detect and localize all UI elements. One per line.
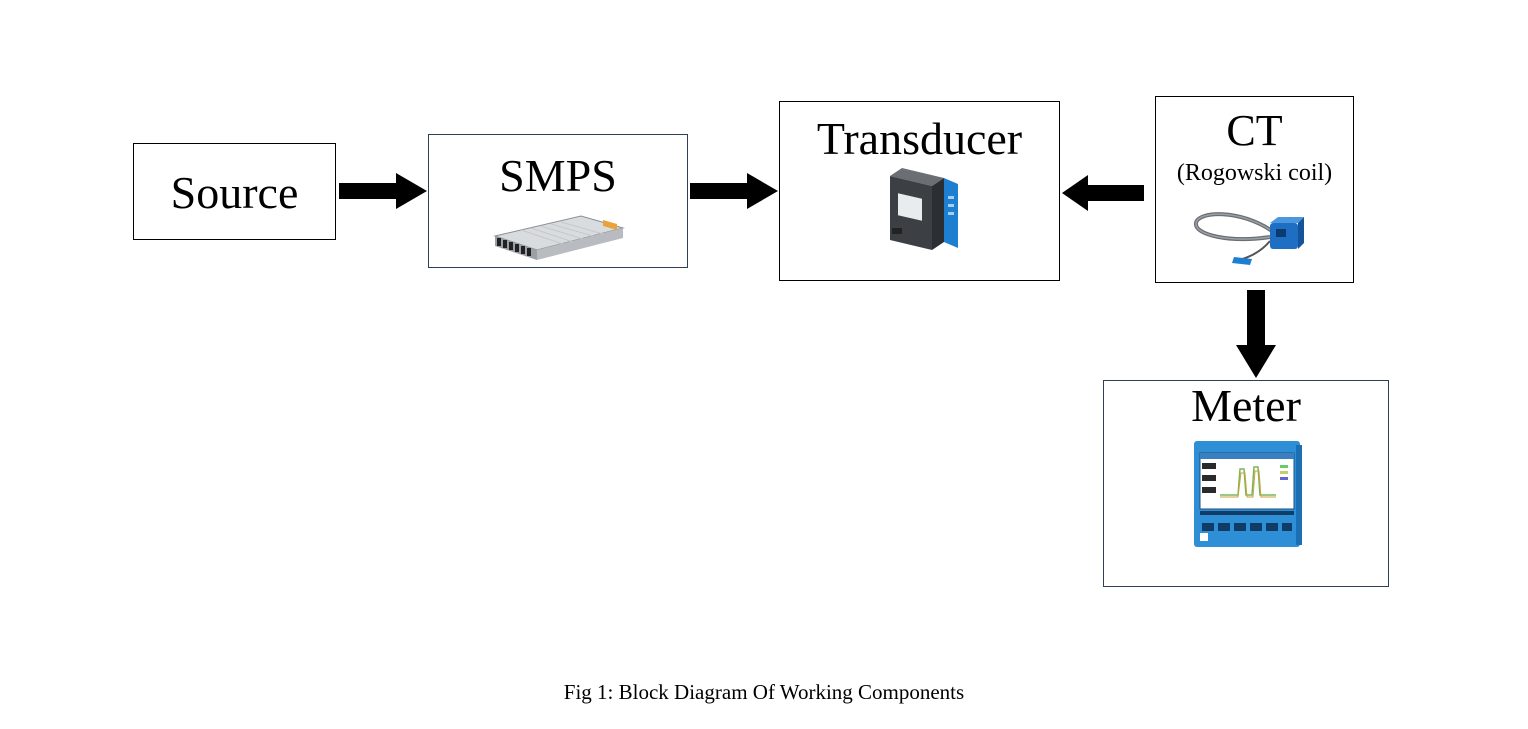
transducer-label: Transducer [816,113,1023,164]
source-block: Source [133,143,336,240]
ct-label: CT [1226,106,1283,155]
ct-sublabel: (Rogowski coil) [1176,160,1333,186]
ct-block: CT (Rogowski coil) [1155,96,1354,283]
figure-caption: Fig 1: Block Diagram Of Working Componen… [563,680,965,704]
meter-label: Meter [1191,380,1301,431]
transducer-block: Transducer [779,101,1060,281]
arrow-smps-to-transducer [690,173,778,209]
smps-label: SMPS [499,150,617,201]
arrow-ct-to-transducer [1062,175,1144,211]
rogowski-coil-image [1194,212,1304,265]
source-label: Source [170,167,299,218]
arrow-source-to-smps [339,173,427,209]
arrow-ct-to-meter [1236,290,1276,378]
meter-block: Meter [1103,380,1389,587]
smps-power-supply-image [493,215,625,260]
transducer-module-image [890,168,958,250]
power-analyzer-meter-image [1194,441,1302,547]
smps-block: SMPS [428,134,688,268]
